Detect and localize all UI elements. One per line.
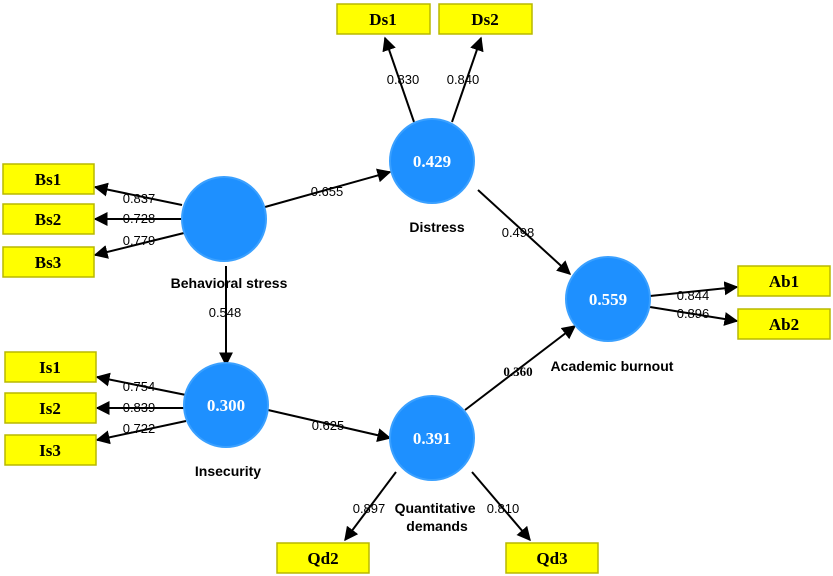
indicator-ds1: Ds1 xyxy=(336,3,431,35)
loading-arrow-is1 xyxy=(95,372,187,396)
latent-name-insecurity: Insecurity xyxy=(195,463,261,479)
indicator-label: Ab2 xyxy=(769,315,799,334)
path-arrow-di-ab xyxy=(477,189,572,275)
loading-label-is1: 0.754 xyxy=(123,379,156,394)
indicator-is3: Is3 xyxy=(4,434,97,466)
latent-quantitative-demands: 0.391 xyxy=(389,395,475,481)
indicator-label: Is2 xyxy=(39,399,61,418)
indicator-label: Qd3 xyxy=(536,549,567,568)
latent-name-behavioral-stress: Behavioral stress xyxy=(171,275,288,291)
indicator-label: Is1 xyxy=(39,358,61,377)
latent-r2: 0.300 xyxy=(207,396,245,415)
path-arrow-qd-ab xyxy=(464,325,577,411)
loading-label-ds2: 0.840 xyxy=(447,72,480,87)
loading-label-ab1: 0.844 xyxy=(677,288,710,303)
loading-arrow-bs3 xyxy=(93,232,185,259)
loading-label-qd3: 0.810 xyxy=(487,501,520,516)
indicator-label: Bs3 xyxy=(35,253,61,272)
loading-arrow-qd2 xyxy=(344,471,397,542)
path-coef-in-qd: 0.625 xyxy=(312,418,345,433)
indicator-bs1: Bs1 xyxy=(2,163,95,195)
indicator-label: Bs1 xyxy=(35,170,61,189)
loading-label-bs2: 0.728 xyxy=(123,211,156,226)
loading-arrow-ds2 xyxy=(451,36,484,123)
loading-label-is2: 0.839 xyxy=(123,400,156,415)
path-coef-bs-di: 0.655 xyxy=(311,184,344,199)
loading-arrow-ab2 xyxy=(649,306,739,326)
latent-name-quantitative-demands-line1: Quantitative xyxy=(395,500,476,516)
indicator-label: Bs2 xyxy=(35,210,61,229)
loading-label-bs3: 0.779 xyxy=(123,233,156,248)
loading-label-bs1: 0.837 xyxy=(123,191,156,206)
loading-label-qd2: 0.897 xyxy=(353,501,386,516)
loading-arrow-qd3 xyxy=(471,471,531,542)
loading-label-ab2: 0.896 xyxy=(677,306,710,321)
indicator-is2: Is2 xyxy=(4,392,97,424)
indicator-bs3: Bs3 xyxy=(2,246,95,278)
indicator-qd3: Qd3 xyxy=(505,542,599,574)
latent-name-quantitative-demands: Quantitative demands xyxy=(395,500,480,534)
indicator-bs2: Bs2 xyxy=(2,203,95,235)
latent-name-quantitative-demands-line2: demands xyxy=(406,518,468,534)
latent-r2: 0.391 xyxy=(413,429,451,448)
indicator-ab1: Ab1 xyxy=(737,265,831,297)
loading-arrow-ab1 xyxy=(649,281,739,297)
path-coef-bs-in: 0.548 xyxy=(209,305,242,320)
loading-arrow-is3 xyxy=(95,420,187,445)
path-coef-qd-ab: 0.360 xyxy=(503,364,532,379)
latent-insecurity: 0.300 xyxy=(183,362,269,448)
latent-behavioral-stress xyxy=(181,176,267,262)
indicator-label: Ds2 xyxy=(471,10,498,29)
indicator-is1: Is1 xyxy=(4,351,97,383)
indicator-label: Ab1 xyxy=(769,272,799,291)
indicator-qd2: Qd2 xyxy=(276,542,370,574)
loading-arrow-ds1 xyxy=(382,36,415,123)
latent-distress: 0.429 xyxy=(389,118,475,204)
latent-r2: 0.559 xyxy=(589,290,627,309)
latent-name-academic-burnout: Academic burnout xyxy=(551,358,674,374)
path-arrow-in-qd xyxy=(267,409,392,443)
indicator-label: Qd2 xyxy=(307,549,338,568)
path-coef-di-ab: 0.498 xyxy=(502,225,535,240)
latent-name-distress: Distress xyxy=(409,219,464,235)
path-arrow-bs-di xyxy=(264,168,392,208)
indicator-ab2: Ab2 xyxy=(737,308,831,340)
loading-label-ds1: 0.830 xyxy=(387,72,420,87)
indicator-label: Is3 xyxy=(39,441,61,460)
loading-arrow-bs1 xyxy=(93,182,183,206)
indicator-label: Ds1 xyxy=(369,10,396,29)
latent-academic-burnout: 0.559 xyxy=(565,256,651,342)
loading-label-is3: 0.722 xyxy=(123,421,156,436)
indicator-ds2: Ds2 xyxy=(438,3,533,35)
latent-r2: 0.429 xyxy=(413,152,451,171)
